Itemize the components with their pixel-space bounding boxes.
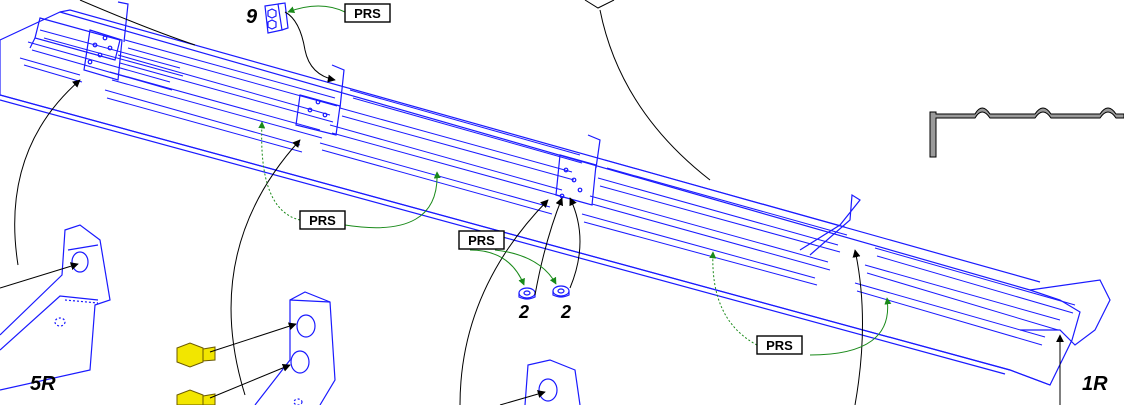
prs-label-left: PRS [299,210,346,230]
svg-text:PRS: PRS [309,213,336,228]
prs-label-top: PRS [344,3,391,23]
detail-view-center-bracket [524,359,581,405]
view-label-5r: 5R [30,373,56,395]
view-label-1r: 1R [1082,373,1108,395]
detail-view-bolt-bracket [254,291,336,405]
part-number-2-left: 2 [518,302,529,322]
part-9-bracket-icon [264,2,289,34]
detail-view-5r [0,224,111,391]
leader-lines [0,0,1064,405]
svg-text:PRS: PRS [468,233,495,248]
bolt-icon [176,389,216,405]
svg-text:PRS: PRS [354,6,381,21]
prs-callout-arrows [258,5,892,356]
nut-icon [552,285,570,298]
bolt-icon [176,342,216,368]
top-part-fragment [584,0,615,9]
prs-label-right: PRS [756,335,803,355]
nut-icon [518,287,536,300]
running-board-panel [0,1,1111,386]
part-number-2-right: 2 [560,302,571,322]
part-number-9: 9 [246,6,258,28]
prs-label-center: PRS [458,230,505,250]
panel-profile-section [929,107,1124,158]
svg-text:PRS: PRS [766,338,793,353]
